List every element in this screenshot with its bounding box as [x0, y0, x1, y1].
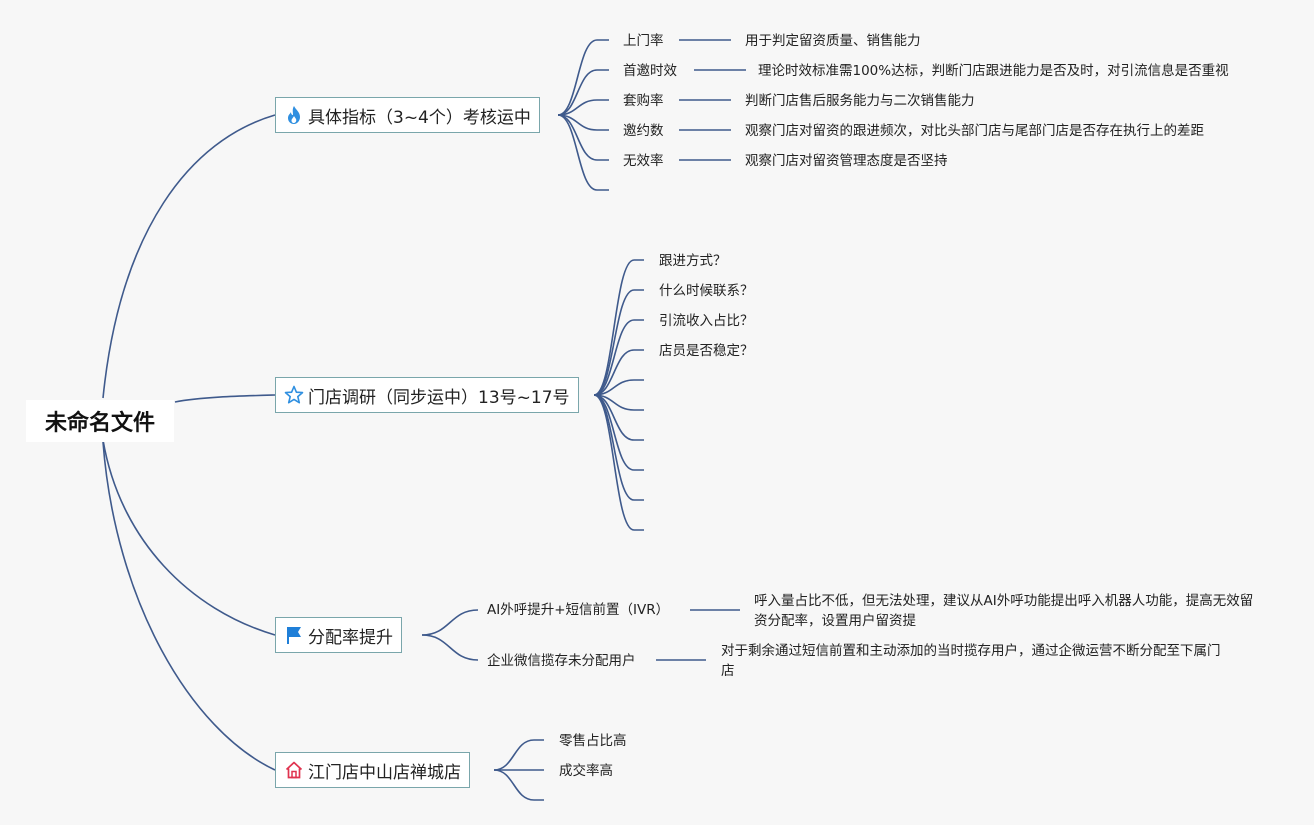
kpi-branch-line-4 [557, 114, 609, 161]
survey-item-2[interactable]: 引流收入占比？ [659, 313, 754, 329]
topic-allocation[interactable]: 分配率提升 [275, 617, 402, 653]
alloc-desc-0[interactable]: 呼入量占比不低，但无法处理，建议从AI外呼功能提出呼入机器人功能，提高无效留资分… [754, 593, 1254, 629]
topic-stores-label: 江门店中山店禅城店 [308, 762, 461, 783]
survey-branch-line-9 [593, 394, 644, 531]
alloc-item-0[interactable]: AI外呼提升+短信前置（IVR） [487, 602, 670, 618]
alloc-branch-line-1 [421, 634, 479, 661]
root-link-kpi [102, 114, 276, 399]
kpi-item-3[interactable]: 邀约数 [623, 123, 664, 139]
flame-icon [284, 105, 304, 125]
root-topic[interactable]: 未命名文件 [26, 400, 174, 442]
stores-item-0[interactable]: 零售占比高 [559, 733, 627, 749]
survey-branch-line-1 [593, 289, 644, 396]
alloc-desc-1[interactable]: 对于剩余通过短信前置和主动添加的当时揽存用户，通过企微运营不断分配至下属门店 [721, 643, 1221, 679]
kpi-item-1[interactable]: 首邀时效 [623, 63, 677, 79]
kpi-desc-0[interactable]: 用于判定留资质量、销售能力 [745, 33, 921, 49]
kpi-item-2[interactable]: 套购率 [623, 93, 664, 109]
flag-icon [284, 625, 304, 645]
stores-branch-line-2 [493, 769, 544, 801]
root-link-survey [174, 394, 276, 403]
survey-branch-line-3 [593, 349, 644, 396]
kpi-desc-2[interactable]: 判断门店售后服务能力与二次销售能力 [745, 93, 975, 109]
kpi-desc-4[interactable]: 观察门店对留资管理态度是否坚持 [745, 153, 948, 169]
kpi-desc-3[interactable]: 观察门店对留资的跟进频次，对比头部门店与尾部门店是否存在执行上的差距 [745, 123, 1204, 139]
survey-branch-line-2 [593, 319, 644, 396]
topic-store-survey[interactable]: 门店调研（同步运中）13号~17号 [275, 377, 579, 413]
topic-kpi-label: 具体指标（3~4个）考核运中 [308, 107, 531, 128]
alloc-branch-line-0 [421, 609, 479, 636]
kpi-desc-1[interactable]: 理论时效标准需100%达标，判断门店跟进能力是否及时，对引流信息是否重视 [758, 63, 1229, 79]
survey-branch-line-4 [593, 379, 644, 396]
topic-stores[interactable]: 江门店中山店禅城店 [275, 752, 470, 788]
kpi-branch-line-1 [557, 69, 609, 116]
survey-branch-line-0 [593, 259, 644, 396]
topic-store-survey-label: 门店调研（同步运中）13号~17号 [308, 387, 570, 408]
stores-branch-line-0 [493, 739, 544, 771]
root-link-allocation [102, 439, 276, 636]
survey-item-0[interactable]: 跟进方式？ [659, 253, 727, 269]
kpi-item-4[interactable]: 无效率 [623, 153, 664, 169]
topic-kpi[interactable]: 具体指标（3~4个）考核运中 [275, 97, 540, 133]
star-icon [284, 385, 304, 405]
kpi-branch-line-5 [557, 114, 609, 191]
stores-item-1[interactable]: 成交率高 [559, 763, 613, 779]
root-link-stores [102, 441, 276, 771]
survey-item-1[interactable]: 什么时候联系？ [659, 283, 754, 299]
kpi-branch-line-2 [557, 99, 609, 116]
root-title: 未命名文件 [44, 411, 155, 436]
kpi-branch-line-0 [557, 39, 609, 116]
topic-allocation-label: 分配率提升 [308, 627, 393, 648]
kpi-item-0[interactable]: 上门率 [623, 33, 664, 49]
alloc-item-1[interactable]: 企业微信揽存未分配用户 [487, 653, 636, 669]
home-icon [284, 760, 304, 780]
survey-item-3[interactable]: 店员是否稳定？ [659, 343, 754, 359]
